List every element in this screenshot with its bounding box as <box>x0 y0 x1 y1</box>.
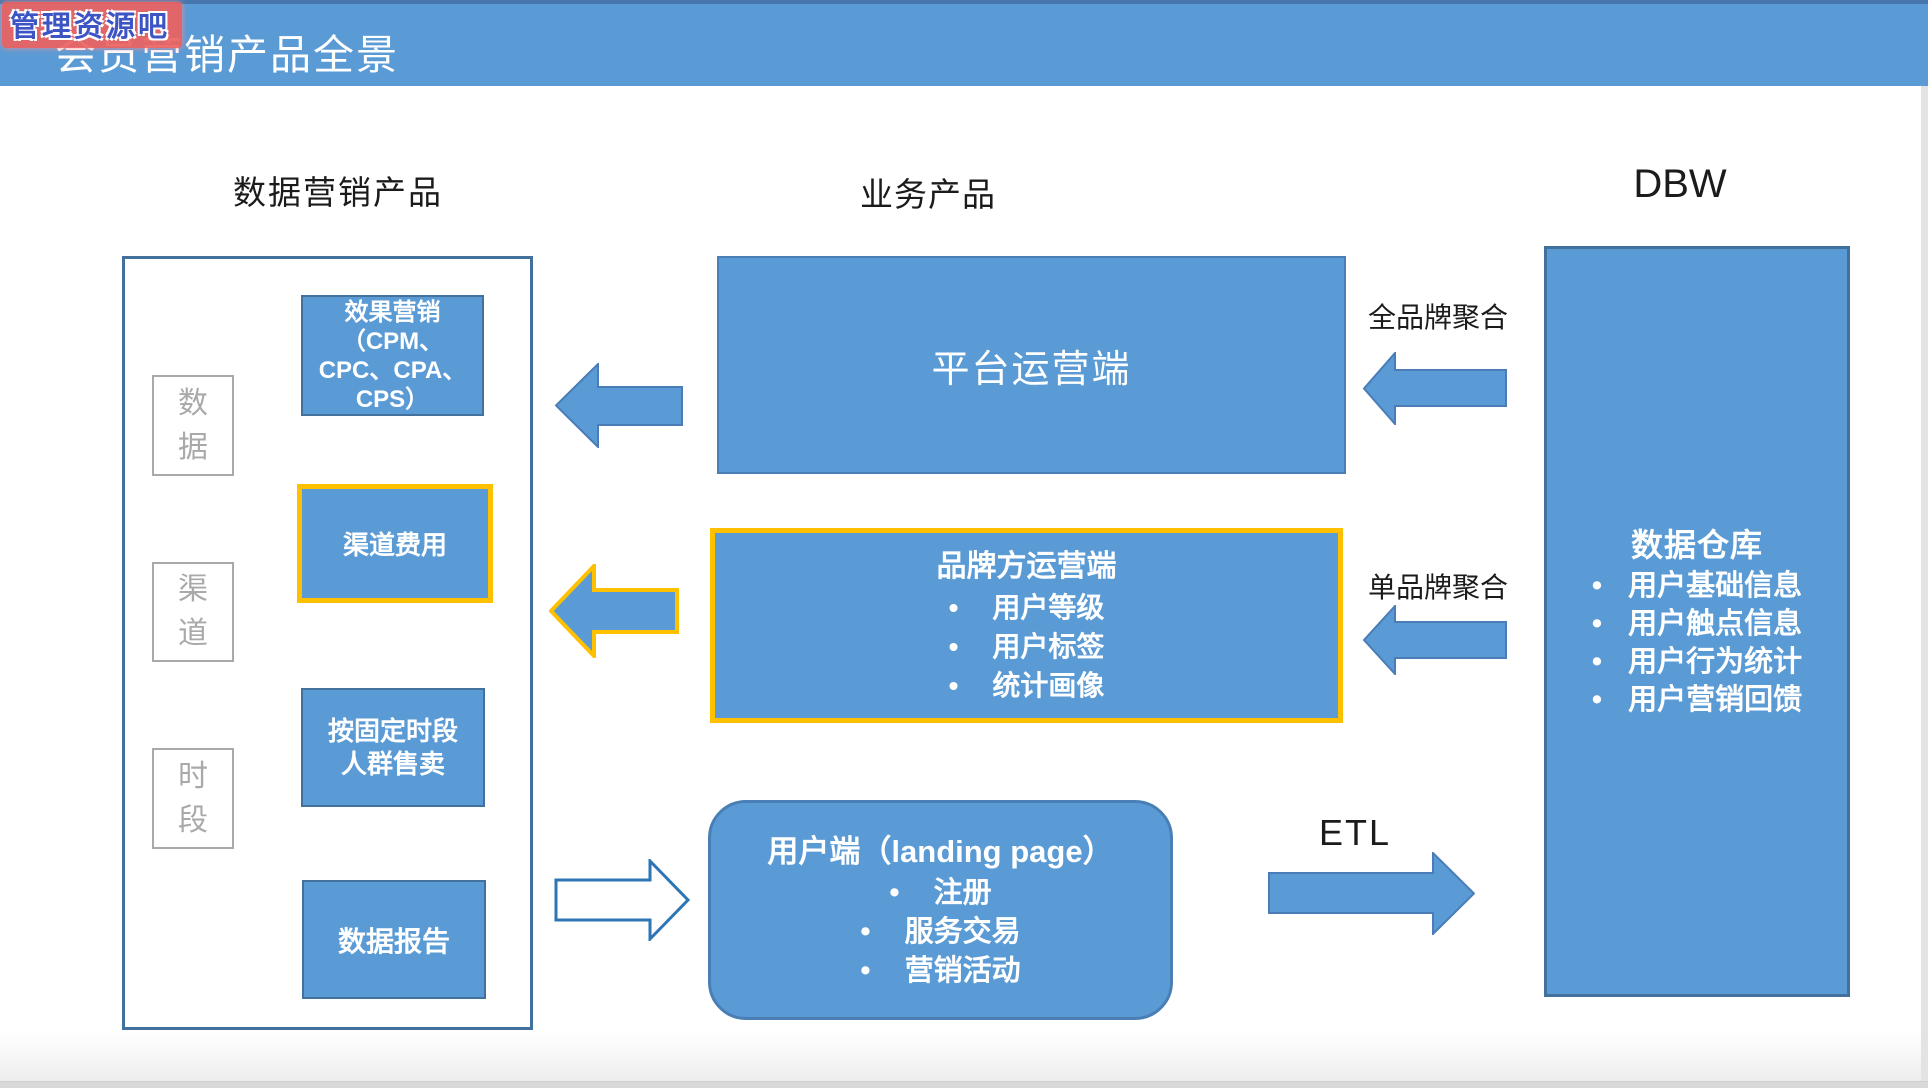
box-text-line: 按固定时段 <box>327 715 458 746</box>
flow-label-single-brand: 单品牌聚合 <box>1367 572 1508 603</box>
bullet-icon: • <box>1591 684 1603 716</box>
arrow-right-icon <box>1268 852 1475 935</box>
box-title: 用户端（landing page） <box>767 833 1114 869</box>
side-label-channel: 渠道 <box>152 562 234 662</box>
side-label-text: 渠道 <box>178 573 208 650</box>
bullet-icon: • <box>889 876 900 909</box>
bullet-text: 用户等级 <box>992 592 1105 623</box>
list-item: • 用户行为统计 <box>1592 643 1802 681</box>
header-bar <box>0 0 1928 86</box>
bullet-icon: • <box>1591 570 1603 602</box>
side-label-timeslot: 时段 <box>152 748 234 849</box>
bullet-text: 用户基础信息 <box>1628 570 1803 602</box>
bullet-text: 服务交易 <box>904 915 1021 948</box>
window-right-edge <box>1921 86 1928 1081</box>
list-item: • 用户基础信息 <box>1592 567 1802 605</box>
bullet-text: 用户行为统计 <box>1628 646 1803 678</box>
bullet-text: 统计画像 <box>992 670 1105 701</box>
list-item: • 用户营销回馈 <box>1592 681 1802 719</box>
side-label-text: 时段 <box>178 759 208 837</box>
column-title-business: 业务产品 <box>860 176 996 213</box>
bullet-text: 注册 <box>933 876 992 909</box>
list-item: • 用户标签 <box>949 627 1105 666</box>
bullet-icon: • <box>948 592 959 623</box>
arrow-right-outline-icon <box>554 859 691 941</box>
arrow-left-highlighted-icon <box>549 564 679 658</box>
side-label-data: 数据 <box>152 375 234 476</box>
fixed-timeslot-box: 按固定时段 人群售卖 <box>301 688 485 807</box>
box-text-line: 数据报告 <box>337 925 450 957</box>
brand-operation-box: 品牌方运营端 • 用户等级 • 用户标签 • 统计画像 <box>710 528 1343 723</box>
box-text-line: （CPM、 <box>341 327 444 355</box>
data-warehouse-list: • 用户基础信息 • 用户触点信息 • 用户行为统计 • 用户营销回馈 <box>1592 567 1802 719</box>
column-title-dbw: DBW <box>1633 162 1727 206</box>
list-item: • 服务交易 <box>860 913 1020 952</box>
list-item: • 注册 <box>889 874 991 913</box>
user-landing-box: 用户端（landing page） • 注册 • 服务交易 • 营销活动 <box>708 800 1173 1020</box>
data-report-box: 数据报告 <box>302 880 486 999</box>
bullet-text: 营销活动 <box>904 954 1021 987</box>
slide-bottom-fade <box>0 1032 1928 1081</box>
channel-fee-box: 渠道费用 <box>297 484 493 603</box>
bullet-icon: • <box>860 954 871 987</box>
effect-marketing-box: 效果营销 （CPM、 CPC、CPA、 CPS） <box>301 295 484 416</box>
box-text-line: 渠道费用 <box>342 530 447 560</box>
bullet-icon: • <box>948 670 959 701</box>
window-bottom-edge <box>0 1081 1928 1088</box>
box-title: 平台运营端 <box>931 348 1132 391</box>
data-warehouse-content: 数据仓库 • 用户基础信息 • 用户触点信息 • 用户行为统计 • 用户营销回馈 <box>1547 523 1847 719</box>
list-item: • 营销活动 <box>860 952 1020 991</box>
bullet-icon: • <box>1591 608 1603 640</box>
arrow-left-icon <box>555 363 683 448</box>
arrow-left-icon <box>1363 352 1507 425</box>
header-top-line <box>0 0 1928 4</box>
bullet-icon: • <box>860 915 871 948</box>
flow-label-etl: ETL <box>1318 812 1392 853</box>
box-text-line: 人群售卖 <box>340 748 445 779</box>
bullet-text: 用户触点信息 <box>1628 608 1803 640</box>
box-text-line: CPC、CPA、 <box>318 356 467 384</box>
flow-label-full-brand: 全品牌聚合 <box>1367 302 1508 333</box>
bullet-text: 用户营销回馈 <box>1628 684 1803 716</box>
bullet-icon: • <box>1591 646 1603 678</box>
column-title-data-marketing: 数据营销产品 <box>233 174 443 211</box>
box-title: 品牌方运营端 <box>936 550 1117 583</box>
data-warehouse-box: 数据仓库 • 用户基础信息 • 用户触点信息 • 用户行为统计 • 用户营销回馈 <box>1544 246 1850 997</box>
box-title: 数据仓库 <box>1630 527 1763 563</box>
arrow-left-icon <box>1363 605 1507 675</box>
bullet-text: 用户标签 <box>992 631 1105 662</box>
list-item: • 用户触点信息 <box>1592 605 1802 643</box>
box-text-line: CPS） <box>355 385 430 413</box>
box-text-line: 效果营销 <box>344 298 441 326</box>
platform-operation-box: 平台运营端 <box>717 256 1346 474</box>
list-item: • 用户等级 <box>949 588 1105 627</box>
side-label-text: 数据 <box>178 386 208 464</box>
list-item: • 统计画像 <box>949 666 1105 705</box>
watermark: 管理资源吧 <box>2 2 183 48</box>
bullet-icon: • <box>948 631 959 662</box>
